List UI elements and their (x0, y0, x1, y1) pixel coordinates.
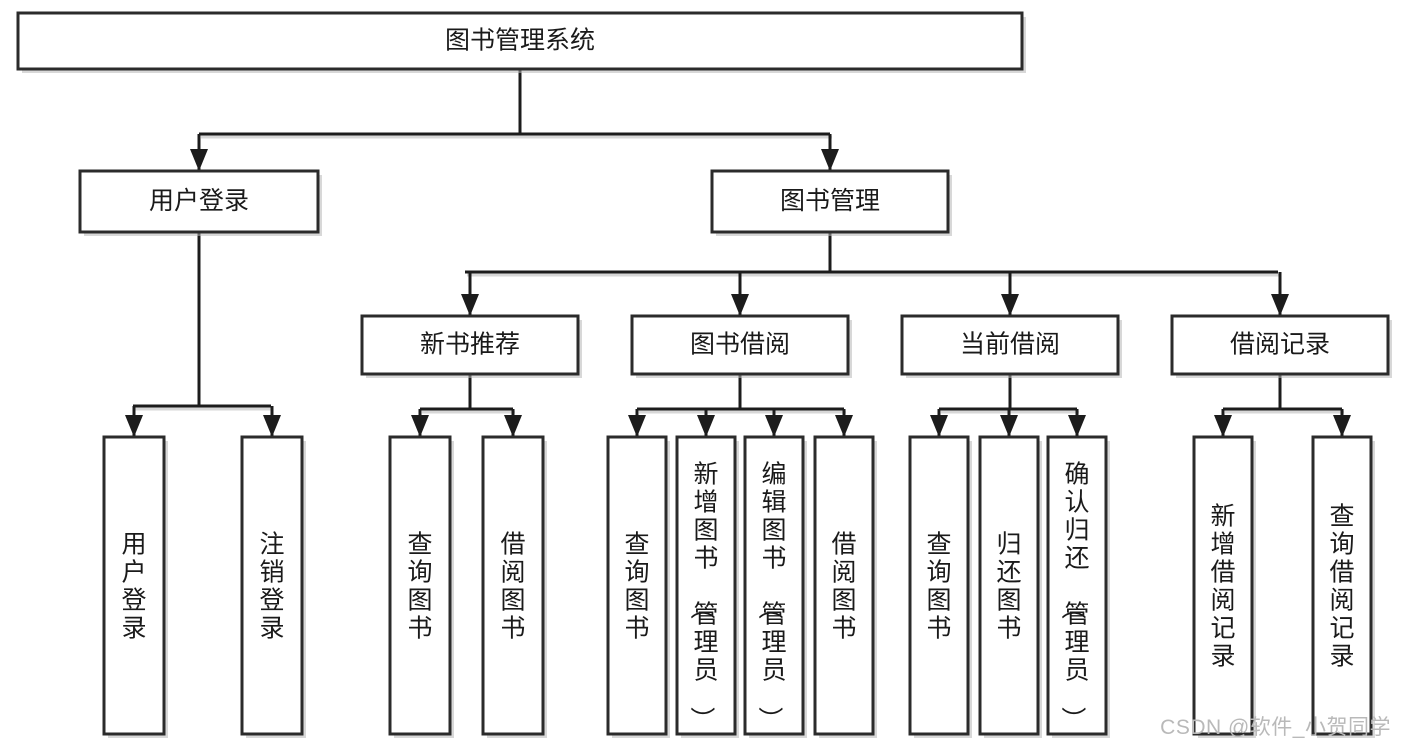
edge-borrow-record-to-leaf-query-borrow-record (1333, 409, 1351, 437)
node-leaf-add-book-admin[interactable]: 新增图书（管理员） (675, 435, 739, 738)
connector-bus-user-login (133, 232, 273, 411)
node-box-leaf-query-book-1[interactable] (388, 435, 452, 736)
node-box-book-manage[interactable] (710, 169, 950, 234)
node-leaf-user-login[interactable]: 用户登录 (102, 435, 168, 738)
node-label-current-borrow: 当前借阅 (960, 331, 1060, 359)
edge-current-borrow-to-leaf-return-book (1000, 409, 1018, 437)
node-box-leaf-logout-login[interactable] (240, 435, 304, 736)
edge-current-borrow-to-leaf-query-book-3 (930, 409, 948, 437)
connector-bus-book-manage (465, 232, 1280, 277)
node-label-user-login: 用户登录 (149, 187, 249, 215)
node-label-leaf-confirm-return-admin: 确认归还（管理员） (1058, 460, 1089, 731)
node-label-leaf-borrow-book-2: 借阅图书 (831, 530, 856, 642)
node-layer: 图书管理系统用户登录图书管理新书推荐图书借阅当前借阅借阅记录用户登录注销登录查询… (16, 11, 1392, 738)
node-label-leaf-user-login: 用户登录 (121, 530, 146, 642)
node-leaf-query-book-1[interactable]: 查询图书 (388, 435, 454, 738)
edge-book-borrow-to-leaf-edit-book-admin (765, 409, 783, 437)
node-box-leaf-borrow-book-1[interactable] (481, 435, 545, 736)
node-user-login[interactable]: 用户登录 (78, 169, 322, 236)
node-leaf-return-book[interactable]: 归还图书 (978, 435, 1042, 738)
node-box-user-login[interactable] (78, 169, 320, 234)
node-label-borrow-record: 借阅记录 (1230, 331, 1330, 359)
node-label-leaf-query-book-1: 查询图书 (407, 530, 432, 642)
node-label-root: 图书管理系统 (445, 27, 595, 55)
edge-borrow-record-to-leaf-add-borrow-record (1214, 409, 1232, 437)
node-label-leaf-edit-book-admin: 编辑图书（管理员） (755, 460, 786, 731)
connector-bus-root (199, 69, 832, 139)
node-current-borrow[interactable]: 当前借阅 (900, 314, 1122, 378)
connector-bus-book-borrow (637, 374, 846, 414)
node-box-leaf-add-borrow-record[interactable] (1192, 435, 1254, 736)
node-box-leaf-query-book-2[interactable] (606, 435, 668, 736)
node-leaf-confirm-return-admin[interactable]: 确认归还（管理员） (1046, 435, 1110, 738)
node-box-book-borrow[interactable] (630, 314, 850, 376)
node-label-leaf-borrow-book-1: 借阅图书 (500, 530, 525, 642)
connector-bus-new-book (420, 374, 515, 414)
node-label-book-manage: 图书管理 (780, 187, 880, 215)
node-leaf-query-borrow-record[interactable]: 查询借阅记录 (1311, 435, 1375, 738)
node-label-leaf-return-book: 归还图书 (996, 530, 1021, 642)
node-label-leaf-query-book-3: 查询图书 (926, 530, 951, 642)
edge-book-manage-to-book-borrow (731, 272, 749, 316)
node-label-leaf-logout-login: 注销登录 (259, 530, 284, 642)
node-leaf-borrow-book-2[interactable]: 借阅图书 (813, 435, 877, 738)
node-book-manage[interactable]: 图书管理 (710, 169, 952, 236)
node-new-book-recommend[interactable]: 新书推荐 (360, 314, 582, 378)
edge-new-book-recommend-to-leaf-borrow-book-1 (504, 409, 522, 437)
node-label-leaf-add-borrow-record: 新增借阅记录 (1210, 502, 1235, 670)
edge-book-manage-to-current-borrow (1001, 272, 1019, 316)
node-box-new-book-recommend[interactable] (360, 314, 580, 376)
edge-current-borrow-to-leaf-confirm-return-admin (1068, 409, 1086, 437)
node-label-new-book-recommend: 新书推荐 (420, 331, 520, 359)
node-leaf-query-book-3[interactable]: 查询图书 (908, 435, 972, 738)
watermark-label: CSDN @软件_小贺同学 (1160, 716, 1391, 739)
node-box-borrow-record[interactable] (1170, 314, 1390, 376)
node-box-leaf-borrow-book-2[interactable] (813, 435, 875, 736)
edge-book-borrow-to-leaf-query-book-2 (628, 409, 646, 437)
node-box-leaf-confirm-return-admin[interactable] (1046, 435, 1108, 736)
node-leaf-query-book-2[interactable]: 查询图书 (606, 435, 670, 738)
node-leaf-edit-book-admin[interactable]: 编辑图书（管理员） (743, 435, 807, 738)
node-leaf-borrow-book-1[interactable]: 借阅图书 (481, 435, 547, 738)
node-book-borrow[interactable]: 图书借阅 (630, 314, 852, 378)
node-label-book-borrow: 图书借阅 (690, 331, 790, 359)
node-box-leaf-query-borrow-record[interactable] (1311, 435, 1373, 736)
connector-layer (125, 69, 1351, 437)
connector-bus-current-borrow (939, 374, 1079, 414)
node-label-leaf-query-borrow-record: 查询借阅记录 (1329, 502, 1354, 670)
edge-root-to-user-login (190, 134, 208, 171)
node-borrow-record[interactable]: 借阅记录 (1170, 314, 1392, 378)
node-box-leaf-query-book-3[interactable] (908, 435, 970, 736)
edge-book-borrow-to-leaf-borrow-book-2 (835, 409, 853, 437)
node-box-leaf-add-book-admin[interactable] (675, 435, 737, 736)
edge-book-manage-to-new-book-recommend (461, 272, 479, 316)
node-box-leaf-user-login[interactable] (102, 435, 166, 736)
node-box-current-borrow[interactable] (900, 314, 1120, 376)
connector-bus-borrow-record (1223, 374, 1344, 414)
edge-user-login-to-leaf-logout-login (263, 406, 281, 437)
edge-new-book-recommend-to-leaf-query-book-1 (411, 409, 429, 437)
node-leaf-add-borrow-record[interactable]: 新增借阅记录 (1192, 435, 1256, 738)
node-box-leaf-edit-book-admin[interactable] (743, 435, 805, 736)
node-leaf-logout-login[interactable]: 注销登录 (240, 435, 306, 738)
node-root[interactable]: 图书管理系统 (16, 11, 1026, 73)
node-box-root[interactable] (16, 11, 1024, 71)
edge-user-login-to-leaf-user-login (125, 406, 143, 437)
node-box-leaf-return-book[interactable] (978, 435, 1040, 736)
edge-book-manage-to-borrow-record (1271, 272, 1289, 316)
node-label-leaf-add-book-admin: 新增图书（管理员） (687, 460, 718, 731)
edge-book-borrow-to-leaf-add-book-admin (697, 409, 715, 437)
node-label-leaf-query-book-2: 查询图书 (624, 530, 649, 642)
edge-root-to-book-manage (821, 134, 839, 171)
